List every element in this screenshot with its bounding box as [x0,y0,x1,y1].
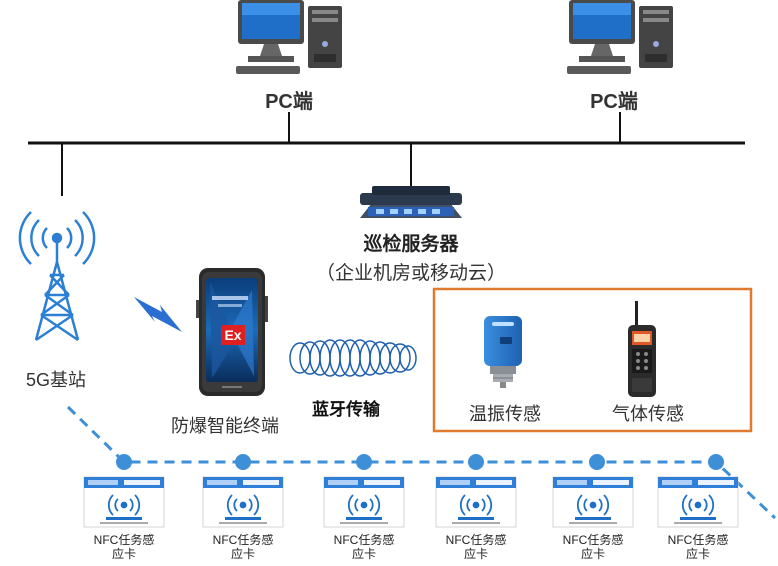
antenna-icon [18,211,96,342]
terminal-label: 防爆智能终端 [171,416,279,436]
server-title: 巡检服务器 [363,234,459,255]
sensor-label-temperature: 温振传感 [469,404,541,424]
pc-label-right: PC端 [590,91,638,113]
nfc-card-label: NFC任务感应卡 [562,533,624,561]
server-subtitle: （企业机房或移动云） [315,263,506,284]
phone-screen-text: Ex [224,327,241,343]
nfc-icon [681,494,715,516]
nfc-icon [107,494,141,516]
phone-icon: Ex [196,268,268,396]
nfc-card [202,476,284,528]
inspection-route [66,405,777,520]
nfc-card-label: NFC任务感应卡 [333,533,395,561]
nfc-card [435,476,517,528]
sensor-group-box [432,287,753,433]
nfc-icon [226,494,260,516]
temperature-vibration-sensor-icon [484,316,522,388]
route-nodes [116,454,724,470]
nfc-card [657,476,739,528]
network-bus [28,112,745,196]
nfc-icon [347,494,381,516]
nfc-card [323,476,405,528]
base-station-label: 5G基站 [25,370,86,390]
pc-icon [236,0,342,74]
sensor-label-gas: 气体传感 [612,404,684,424]
gas-detector-icon [628,301,656,397]
nfc-card-label: NFC任务感应卡 [212,533,274,561]
bluetooth-coil-icon [289,339,417,377]
nfc-card [552,476,634,528]
signal-bolt-icon [134,297,182,332]
server-icon [360,186,462,218]
nfc-card-label: NFC任务感应卡 [445,533,507,561]
pc-label-left: PC端 [265,91,313,113]
pc-icon [567,0,673,74]
nfc-card-label: NFC任务感应卡 [93,533,155,561]
nfc-icon [576,494,610,516]
nfc-card [83,476,165,528]
nfc-icon [459,494,493,516]
nfc-card-label: NFC任务感应卡 [667,533,729,561]
bluetooth-label: 蓝牙传输 [312,400,380,419]
